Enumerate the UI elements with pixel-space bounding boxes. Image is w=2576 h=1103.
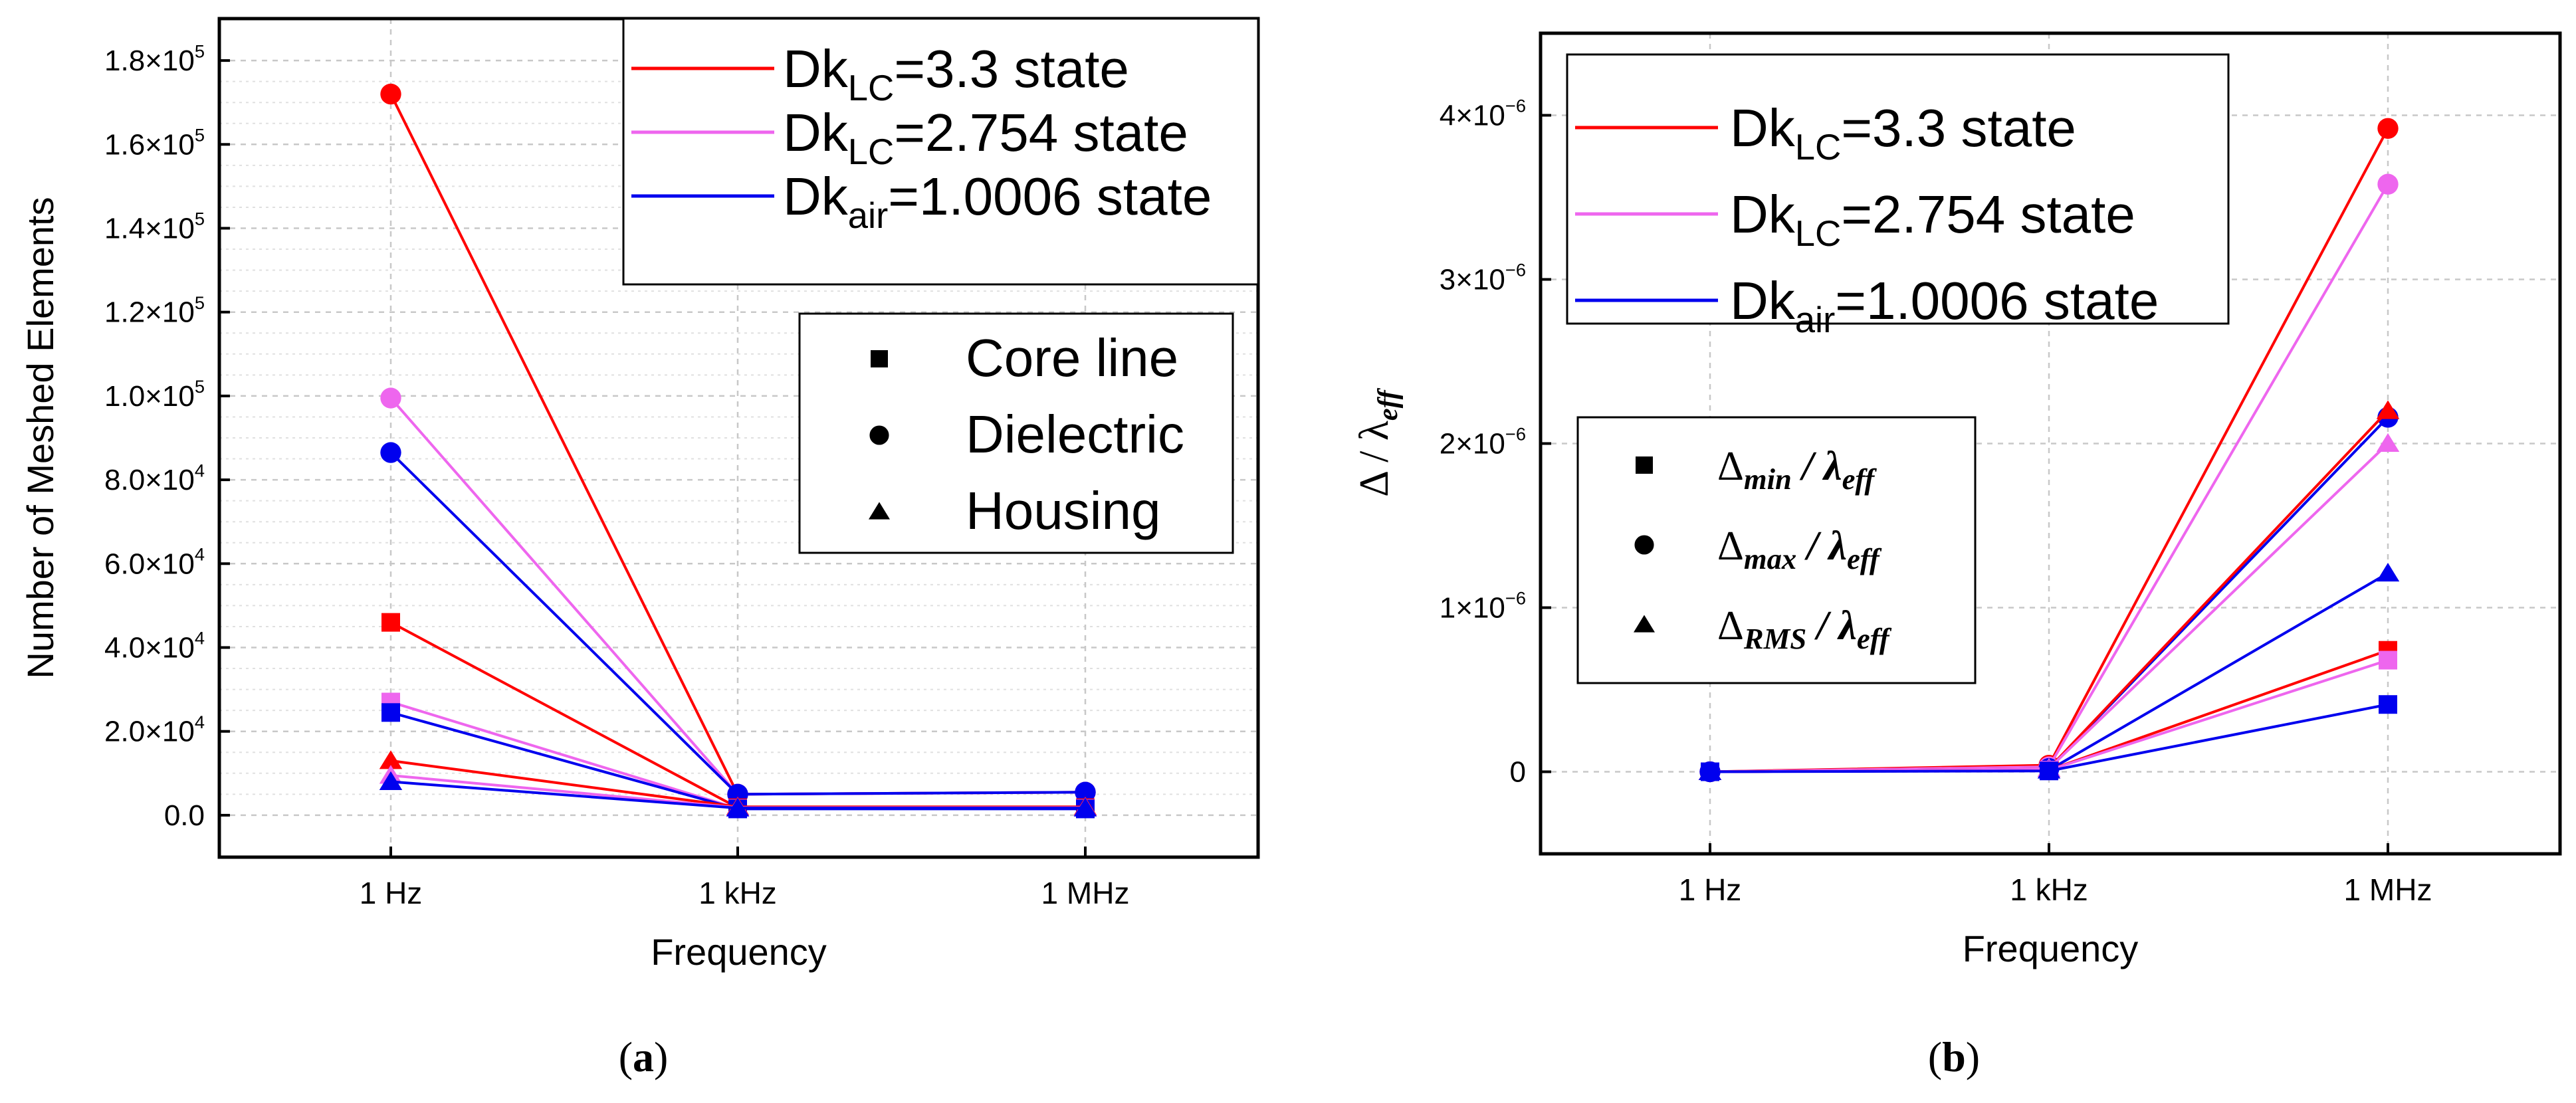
data-point [380, 387, 401, 409]
data-point [2377, 173, 2399, 195]
data-point [2040, 761, 2058, 781]
legend-label: Housing [966, 481, 1161, 540]
data-point [2379, 695, 2397, 714]
y-tick-label: 1.2×105 [104, 292, 205, 329]
data-point [2379, 651, 2397, 670]
legend-label: ΔRMS / λeff [1717, 603, 1892, 655]
color-legend-box [622, 17, 1259, 286]
data-point [379, 750, 403, 769]
legend-marker [869, 425, 889, 445]
legend-marker [871, 350, 888, 367]
legend-label: DkLC=2.754 state [1730, 185, 2135, 254]
x-tick-label: 1 MHz [1041, 876, 1130, 910]
legend-label: DkLC=3.3 state [783, 39, 1129, 108]
data-point [726, 797, 750, 817]
panel-label-a: (a) [619, 1033, 669, 1080]
legend-label: Core line [966, 328, 1178, 387]
x-axis-label: Frequency [1963, 928, 2139, 969]
y-tick-label: 8.0×104 [104, 460, 205, 496]
panel-label-b: (b) [1928, 1033, 1980, 1080]
data-point [1701, 762, 1719, 781]
data-point [2376, 400, 2400, 419]
x-tick-label: 1 Hz [1679, 872, 1742, 907]
chart-panel-b: 0 1×10−6 2×10−6 3×10−6 4×10−6 1 Hz 1 kHz 1 MHzF… [1352, 31, 2562, 969]
y-tick-label: 1.8×105 [104, 41, 205, 77]
data-point [381, 703, 400, 722]
y-tick-label: 3×10−6 [1440, 260, 1526, 296]
y-tick-label: 2×10−6 [1440, 424, 1526, 460]
y-axis-label: Δ / λeff [1352, 387, 1404, 497]
x-axis-label: Frequency [651, 931, 827, 973]
legend-label: Δmin / λeff [1717, 444, 1877, 496]
y-axis-label: Number of Meshed Elements [19, 197, 61, 678]
data-point [380, 442, 401, 463]
legend-label: Dielectric [966, 405, 1184, 464]
y-tick-label: 2.0×104 [104, 712, 205, 748]
data-point [2377, 118, 2399, 139]
y-tick-label: 0 [1510, 756, 1526, 789]
legend-label: Dkair=1.0006 state [783, 167, 1212, 236]
legend-label: Dkair=1.0006 state [1730, 271, 2159, 340]
data-point [2376, 562, 2400, 582]
data-point [379, 771, 403, 790]
y-tick-label: 1×10−6 [1440, 588, 1526, 625]
data-point [381, 613, 400, 632]
y-tick-label: 1.4×105 [104, 209, 205, 245]
legend-marker [1634, 535, 1654, 555]
y-tick-label: 1.6×105 [104, 125, 205, 161]
legend-label: DkLC=3.3 state [1730, 98, 2076, 167]
legend-marker [1636, 456, 1653, 474]
x-tick-label: 1 kHz [2010, 872, 2088, 907]
y-tick-label: 4.0×104 [104, 628, 205, 664]
y-tick-label: 6.0×104 [104, 544, 205, 581]
y-tick-label: 4×10−6 [1440, 96, 1526, 132]
plot-frame [1539, 31, 2562, 856]
data-point [2376, 433, 2400, 452]
legend-label: Δmax / λeff [1717, 524, 1882, 575]
legend-label: DkLC=2.754 state [783, 103, 1188, 172]
legend-marker [868, 502, 891, 520]
x-tick-label: 1 MHz [2344, 872, 2432, 907]
y-tick-label: 0.0 [164, 799, 205, 832]
chart-panel-a: 0.0 2.0×104 4.0×104 6.0×104 8.0×104 1.0×105 1.… [19, 17, 1260, 973]
color-legend-box [1566, 53, 2230, 325]
x-tick-label: 1 Hz [360, 876, 423, 910]
y-tick-label: 1.0×105 [104, 376, 205, 413]
data-point [1075, 781, 1096, 803]
x-tick-label: 1 kHz [698, 876, 777, 910]
data-point [1073, 797, 1097, 817]
legend-marker [1633, 615, 1656, 633]
data-point [380, 83, 401, 105]
